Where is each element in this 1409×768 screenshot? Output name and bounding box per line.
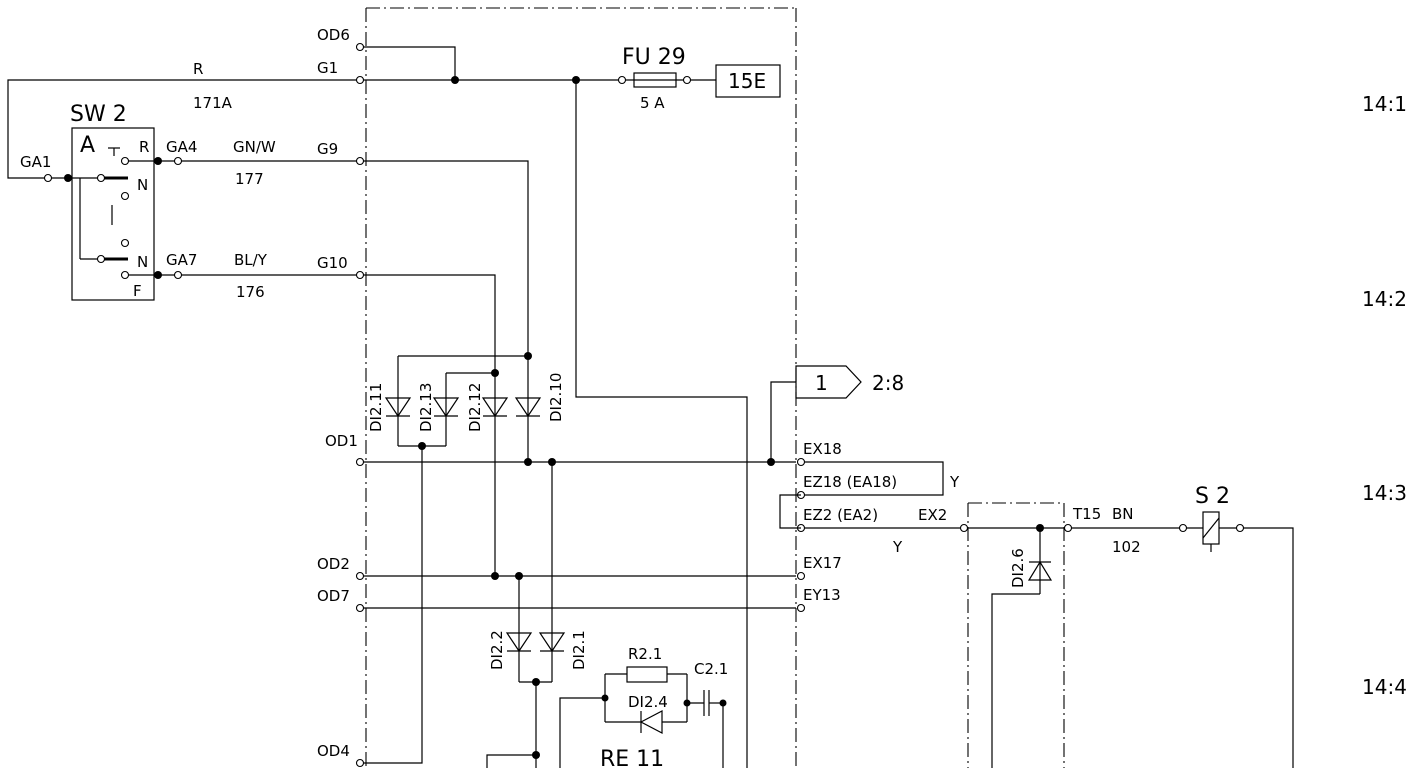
switch-s2: S 2 xyxy=(1195,484,1230,509)
ga7-label: GA7 xyxy=(166,251,197,269)
pin-od2: OD2 xyxy=(317,555,350,573)
pin-ez2: EZ2 (EA2) xyxy=(803,506,878,524)
wire-171a: GA1 R 171A xyxy=(7,60,360,183)
internal-wiring xyxy=(364,46,796,768)
switch-name: SW 2 xyxy=(70,102,127,127)
pin-ex2: EX2 xyxy=(918,506,947,524)
unit-pins-right: EX18 EZ18 (EA18) Y EZ2 (EA2) EX2 Y EX17 … xyxy=(779,440,969,613)
diode-di2-12: DI2.12 xyxy=(466,383,484,432)
rc-network: R2.1 DI2.4 C2.1 RE 11 xyxy=(559,645,728,768)
ref-14-4: 14:4 xyxy=(1362,675,1407,699)
fuse-name: FU 29 xyxy=(622,45,686,70)
diode-di2-2: DI2.2 xyxy=(488,630,506,670)
wire-number-102: 102 xyxy=(1112,538,1141,556)
pin-g10: G10 xyxy=(317,254,348,272)
switch-a-label: A xyxy=(80,133,95,158)
ref-14-2: 14:2 xyxy=(1362,287,1407,311)
switch-f-label: F xyxy=(133,282,142,300)
diode-di2-10: DI2.10 xyxy=(547,373,565,422)
ref-14-1: 14:1 xyxy=(1362,92,1407,116)
pin-ex18: EX18 xyxy=(803,440,842,458)
pin-od6: OD6 xyxy=(317,26,350,44)
ga4-label: GA4 xyxy=(166,138,197,156)
sheet-references: 14:1 14:2 14:3 14:4 xyxy=(1362,92,1407,699)
connector-1: 1 2:8 xyxy=(770,365,904,462)
pin-g1: G1 xyxy=(317,59,338,77)
diode-di2-6: DI2.6 xyxy=(1009,548,1027,588)
switch-n1-label: N xyxy=(137,176,148,194)
pin-ey13: EY13 xyxy=(803,586,841,604)
relay-s2-circuit: DI2.6 T15 BN 102 S 2 xyxy=(968,484,1294,768)
ref-14-3: 14:3 xyxy=(1362,481,1407,505)
fuse-fu29: FU 29 5 A 15E xyxy=(617,45,781,112)
fuse-box-15e: 15E xyxy=(728,69,766,93)
diode-di2-1: DI2.1 xyxy=(570,630,588,670)
wire-color-y-2: Y xyxy=(892,538,903,556)
switch-n2-label: N xyxy=(137,253,148,271)
diode-di2-13: DI2.13 xyxy=(417,383,435,432)
wire-color-bn: BN xyxy=(1112,505,1134,523)
wire-color-gn-w: GN/W xyxy=(233,138,276,156)
unit-pins-left: OD6 G1 G9 G10 OD1 OD2 OD7 OD4 xyxy=(317,26,365,768)
wire-color-bl-y: BL/Y xyxy=(234,251,268,269)
wire-color-r: R xyxy=(193,60,203,78)
connector-ref: 2:8 xyxy=(872,371,904,395)
capacitor-c2-1: C2.1 xyxy=(694,660,728,678)
wire-color-y-1: Y xyxy=(949,473,960,491)
diode-di2-11: DI2.11 xyxy=(367,383,385,432)
wire-number-176: 176 xyxy=(236,283,265,301)
pin-od4: OD4 xyxy=(317,742,350,760)
diode-block-top: DI2.11 DI2.13 DI2.12 DI2.10 xyxy=(367,355,565,462)
pin-ez18: EZ18 (EA18) xyxy=(803,473,897,491)
relay-box-boundary xyxy=(967,502,1065,768)
pin-od1: OD1 xyxy=(325,432,358,450)
wire-177: GA4 GN/W 177 xyxy=(158,138,360,188)
diode-di2-4: DI2.4 xyxy=(628,693,668,711)
wire-176: GA7 BL/Y 176 xyxy=(158,251,360,301)
switch-r-label: R xyxy=(139,138,149,156)
pin-t15: T15 xyxy=(1072,505,1101,523)
wire-number-177: 177 xyxy=(235,170,264,188)
wire-number-171a: 171A xyxy=(193,94,233,112)
ga1-label: GA1 xyxy=(20,153,51,171)
diode-block-bottom: DI2.2 DI2.1 xyxy=(486,462,588,768)
relay-re11: RE 11 xyxy=(600,747,664,768)
pin-g9: G9 xyxy=(317,140,338,158)
resistor-r2-1: R2.1 xyxy=(628,645,662,663)
switch-sw2: SW 2 A R N N F xyxy=(64,102,162,301)
pin-od7: OD7 xyxy=(317,587,350,605)
fuse-rating: 5 A xyxy=(640,94,665,112)
connector-number: 1 xyxy=(815,371,828,395)
pin-ex17: EX17 xyxy=(803,554,842,572)
